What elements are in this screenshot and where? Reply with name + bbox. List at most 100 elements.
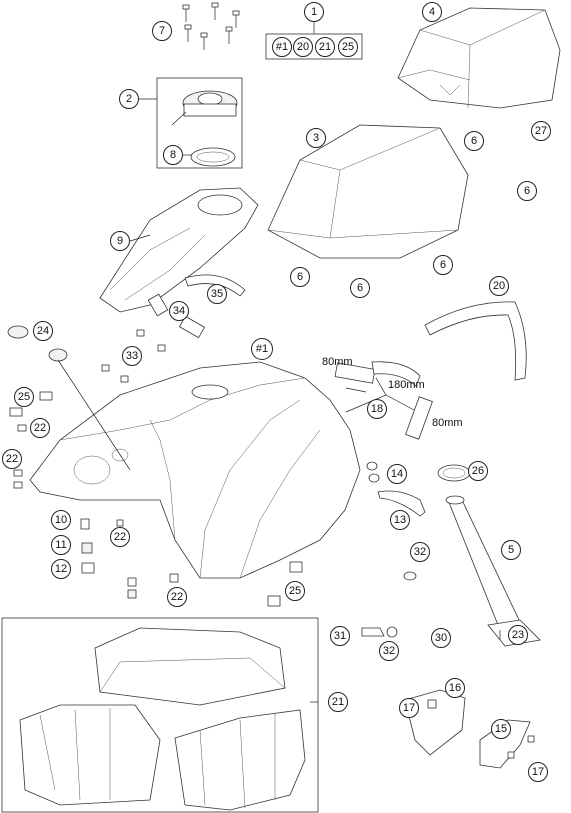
callout-20[interactable]: 20 bbox=[489, 276, 509, 296]
callout-label: 32 bbox=[414, 546, 426, 558]
callout-13[interactable]: 13 bbox=[390, 510, 410, 530]
kit-item-label: #1 bbox=[276, 41, 288, 53]
kit-item-label: 20 bbox=[297, 41, 309, 53]
callout-label: 22 bbox=[171, 591, 183, 603]
kit-item-20[interactable]: 20 bbox=[293, 37, 313, 57]
callout-label: 9 bbox=[117, 235, 123, 247]
callout-35[interactable]: 35 bbox=[207, 284, 227, 304]
callout-22a[interactable]: 22 bbox=[30, 418, 50, 438]
callout-label: 23 bbox=[512, 629, 524, 641]
callout-14[interactable]: 14 bbox=[387, 464, 407, 484]
callout-33[interactable]: 33 bbox=[122, 346, 142, 366]
callout-25b[interactable]: 25 bbox=[285, 581, 305, 601]
callout-label: 22 bbox=[34, 422, 46, 434]
callout-label: 24 bbox=[37, 325, 49, 337]
callout-label: 14 bbox=[391, 468, 403, 480]
callout-3[interactable]: 3 bbox=[306, 128, 326, 148]
callout-label: 31 bbox=[334, 630, 346, 642]
kit-item-21[interactable]: 21 bbox=[315, 37, 335, 57]
callout-label: 10 bbox=[55, 514, 67, 526]
callout-22d[interactable]: 22 bbox=[167, 587, 187, 607]
callout-8[interactable]: 8 bbox=[163, 145, 183, 165]
callout-label: 25 bbox=[289, 585, 301, 597]
callout-label: 22 bbox=[114, 531, 126, 543]
callout-label: 11 bbox=[55, 539, 66, 551]
callout-26[interactable]: 26 bbox=[468, 461, 488, 481]
callout-label: 3 bbox=[313, 132, 319, 144]
strap-drawing bbox=[424, 301, 527, 381]
callout-label: 35 bbox=[211, 288, 223, 300]
callout-label: 33 bbox=[126, 350, 138, 362]
callout-21[interactable]: 21 bbox=[328, 692, 348, 712]
clip-35-drawing bbox=[184, 274, 246, 297]
callout-2[interactable]: 2 bbox=[119, 89, 139, 109]
callout-22b[interactable]: 22 bbox=[2, 449, 22, 469]
pad-34b-drawing bbox=[178, 315, 206, 339]
callout-label: 7 bbox=[159, 25, 165, 37]
kit-contents-box: #1 20 21 25 bbox=[265, 33, 363, 60]
callout-label: 5 bbox=[508, 544, 514, 556]
callout-17a[interactable]: 17 bbox=[399, 698, 419, 718]
callout-1[interactable]: 1 bbox=[304, 2, 324, 22]
callout-32a[interactable]: 32 bbox=[410, 542, 430, 562]
callout-label: 6 bbox=[524, 185, 530, 197]
callout-label: 32 bbox=[383, 645, 395, 657]
callout-label: 12 bbox=[55, 563, 67, 575]
callout-label: 8 bbox=[170, 149, 176, 161]
callout-label: 1 bbox=[311, 6, 317, 18]
dimension-label: 80mm bbox=[432, 417, 463, 429]
dimension-label: 180mm bbox=[388, 379, 425, 391]
callout-23[interactable]: 23 bbox=[508, 625, 528, 645]
callout-label: 17 bbox=[403, 702, 415, 714]
callout-10[interactable]: 10 bbox=[51, 510, 71, 530]
kit-item-25[interactable]: 25 bbox=[338, 37, 358, 57]
callout-6c[interactable]: 6 bbox=[290, 267, 310, 287]
callout-12[interactable]: 12 bbox=[51, 559, 71, 579]
callout-label: 6 bbox=[471, 135, 477, 147]
callout-6d[interactable]: 6 bbox=[350, 278, 370, 298]
callout-6a[interactable]: 6 bbox=[464, 131, 484, 151]
callout-label: 2 bbox=[126, 93, 132, 105]
callout-6e[interactable]: 6 bbox=[433, 255, 453, 275]
callout-11[interactable]: 11 bbox=[51, 535, 71, 555]
callout-18[interactable]: 18 bbox=[367, 399, 387, 419]
callout-31[interactable]: 31 bbox=[330, 626, 350, 646]
callout-30[interactable]: 30 bbox=[431, 628, 451, 648]
callout-17b[interactable]: 17 bbox=[528, 762, 548, 782]
tank-cover-drawing bbox=[99, 187, 259, 313]
callout-34[interactable]: 34 bbox=[169, 301, 189, 321]
grommet-24b-drawing bbox=[48, 348, 68, 362]
kit-item-1[interactable]: #1 bbox=[272, 37, 292, 57]
callout-32b[interactable]: 32 bbox=[379, 641, 399, 661]
callout-15[interactable]: 15 bbox=[491, 719, 511, 739]
callout-label: 17 bbox=[532, 766, 544, 778]
callout-22c[interactable]: 22 bbox=[110, 527, 130, 547]
filler-cap-drawing bbox=[171, 90, 238, 167]
callout-9[interactable]: 9 bbox=[110, 231, 130, 251]
callout-7[interactable]: 7 bbox=[152, 21, 172, 41]
callout-27[interactable]: 27 bbox=[531, 121, 551, 141]
callout-25a[interactable]: 25 bbox=[14, 387, 34, 407]
callout-5[interactable]: 5 bbox=[501, 540, 521, 560]
heat-shield-box bbox=[1, 617, 319, 813]
callout-label: 34 bbox=[173, 305, 185, 317]
callout-6b[interactable]: 6 bbox=[517, 181, 537, 201]
callout-16[interactable]: 16 bbox=[445, 678, 465, 698]
callout-24[interactable]: 24 bbox=[33, 321, 53, 341]
pad-25-lower-b bbox=[267, 595, 281, 607]
hoses-drawing bbox=[361, 571, 433, 641]
fasteners-10-12-drawing bbox=[80, 518, 179, 599]
callout-1-main[interactable]: #1 bbox=[251, 338, 273, 360]
callout-label: 6 bbox=[440, 259, 446, 271]
callout-label: 15 bbox=[495, 723, 507, 735]
fuel-tank-drawing bbox=[29, 361, 361, 579]
callout-label: 4 bbox=[429, 6, 435, 18]
dimension-label: 80mm bbox=[322, 356, 353, 368]
filler-cap-box bbox=[156, 77, 243, 169]
callout-label: 20 bbox=[493, 280, 505, 292]
callout-label: 30 bbox=[435, 632, 447, 644]
callout-4[interactable]: 4 bbox=[422, 2, 442, 22]
clip-22-c bbox=[13, 481, 23, 489]
callout-label: 27 bbox=[535, 125, 547, 137]
